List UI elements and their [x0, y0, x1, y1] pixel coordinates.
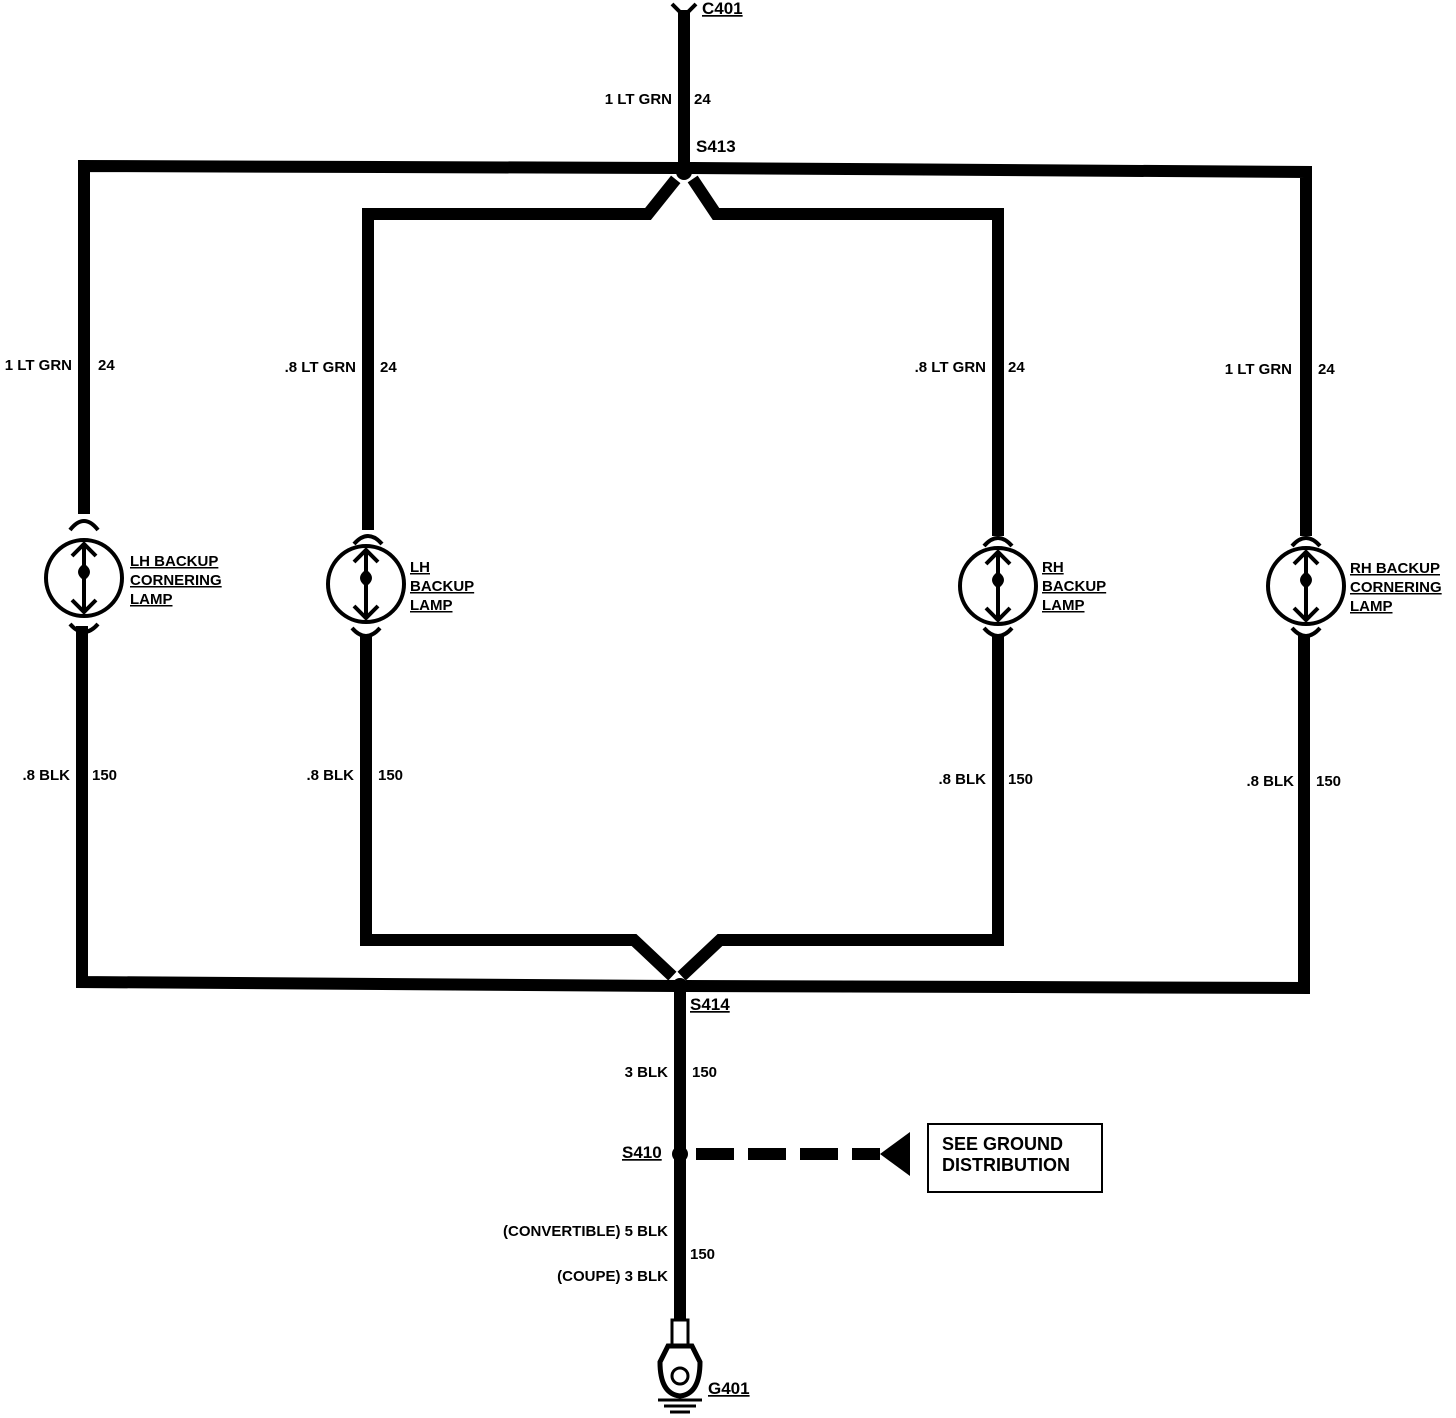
see-ground-distribution-line-1: SEE GROUND [942, 1134, 1063, 1154]
lamp-rh-backup-label-3: LAMP [1042, 597, 1085, 614]
wire-ground-lead: (CONVERTIBLE) 5 BLK (COUPE) 3 BLK 150 [503, 1156, 715, 1324]
wire-lh-inner-bot: .8 BLK 150 [306, 636, 677, 981]
connector-c401-label: C401 [702, 0, 743, 18]
wire-top-feed-gauge: 1 LT GRN [605, 91, 672, 108]
wire-lh-outer-bot: .8 BLK 150 [22, 626, 677, 993]
splice-s413-label: S413 [696, 137, 736, 156]
lamp-lh-backup-label-2: BACKUP [410, 578, 474, 595]
lamp-rh-cornering: RH BACKUP CORNERING LAMP [1266, 536, 1442, 638]
wire-lh-outer-bot-circuit: 150 [92, 767, 117, 784]
wire-lh-inner-bot-circuit: 150 [378, 767, 403, 784]
lamp-lh-cornering-label-2: CORNERING [130, 572, 222, 589]
splice-s410-label: S410 [622, 1143, 662, 1162]
lamp-lh-backup-label-3: LAMP [410, 597, 453, 614]
wire-rh-outer-bot-circuit: 150 [1316, 773, 1341, 790]
wire-rh-outer-bot-gauge: .8 BLK [1246, 773, 1294, 790]
wire-rh-inner-bot: .8 BLK 150 [677, 636, 1033, 981]
wire-lh-inner-top-gauge: .8 LT GRN [285, 359, 356, 376]
see-ground-distribution-box: SEE GROUND DISTRIBUTION [927, 1123, 1103, 1193]
wire-rh-inner-top: .8 LT GRN 24 [687, 175, 1025, 536]
lamp-lh-backup: LH BACKUP LAMP [326, 534, 474, 638]
wire-rh-inner-top-circuit: 24 [1008, 359, 1025, 376]
lamp-lh-cornering: LH BACKUP CORNERING LAMP [44, 519, 222, 634]
wire-lh-outer-top-circuit: 24 [98, 357, 115, 374]
lamp-lh-backup-label-1: LH [410, 559, 430, 576]
wire-lh-outer-top: 1 LT GRN 24 [5, 159, 681, 514]
wire-rh-outer-top-gauge: 1 LT GRN [1225, 361, 1292, 378]
ground-reference-arrow [696, 1132, 910, 1176]
ground-g401: G401 [657, 1318, 750, 1414]
lamp-rh-cornering-label-3: LAMP [1350, 598, 1393, 615]
wire-top-feed: 1 LT GRN 24 [605, 10, 711, 170]
wire-ground-feed-gauge: 3 BLK [625, 1064, 669, 1081]
wire-rh-outer-bot: .8 BLK 150 [685, 634, 1341, 995]
wire-lh-inner-top-circuit: 24 [380, 359, 397, 376]
wire-ground-lead-circuit: 150 [690, 1246, 715, 1263]
wire-lh-inner-bot-gauge: .8 BLK [306, 767, 354, 784]
wire-rh-outer-top-circuit: 24 [1318, 361, 1335, 378]
ground-g401-label: G401 [708, 1379, 750, 1398]
wire-rh-inner-top-gauge: .8 LT GRN [915, 359, 986, 376]
lamp-lh-cornering-label-1: LH BACKUP [130, 553, 218, 570]
lamp-rh-backup: RH BACKUP LAMP [958, 536, 1106, 638]
lamp-rh-cornering-label-2: CORNERING [1350, 579, 1442, 596]
wire-ground-feed: 3 BLK 150 [625, 988, 717, 1152]
wire-rh-outer-top: 1 LT GRN 24 [687, 161, 1335, 536]
wire-rh-inner-bot-gauge: .8 BLK [938, 771, 986, 788]
wire-rh-inner-bot-circuit: 150 [1008, 771, 1033, 788]
splice-s414-label: S414 [690, 995, 730, 1014]
lamp-rh-cornering-label-1: RH BACKUP [1350, 560, 1440, 577]
lamp-lh-cornering-label-3: LAMP [130, 591, 173, 608]
lamp-rh-backup-label-1: RH [1042, 559, 1064, 576]
wire-lh-inner-top: .8 LT GRN 24 [285, 175, 681, 530]
wire-top-feed-circuit: 24 [694, 91, 711, 108]
wire-ground-lead-gauge-coupe: (COUPE) 3 BLK [557, 1268, 668, 1285]
wire-ground-lead-gauge-convertible: (CONVERTIBLE) 5 BLK [503, 1223, 668, 1240]
wire-lh-outer-top-gauge: 1 LT GRN [5, 357, 72, 374]
wire-ground-feed-circuit: 150 [692, 1064, 717, 1081]
lamp-rh-backup-label-2: BACKUP [1042, 578, 1106, 595]
wire-lh-outer-bot-gauge: .8 BLK [22, 767, 70, 784]
see-ground-distribution-line-2: DISTRIBUTION [942, 1155, 1070, 1175]
